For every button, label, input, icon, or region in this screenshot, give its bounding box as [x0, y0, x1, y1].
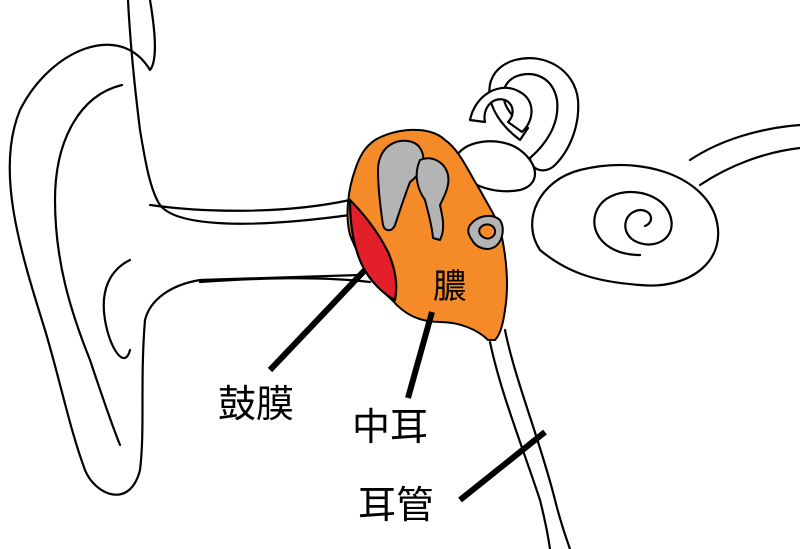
malleus: [377, 139, 425, 232]
label-pus: 膿: [433, 267, 467, 307]
concha: [102, 258, 132, 359]
leader-middle-ear: [405, 311, 435, 399]
leader-eustachian-tube: [458, 429, 547, 503]
ear-canal-top: [148, 198, 352, 212]
semicircular-canal-posterior: [468, 86, 533, 134]
eustachian-tube-upper: [503, 328, 572, 549]
leader-eardrum: [267, 267, 368, 373]
label-eustachian-tube: 耳管: [358, 483, 434, 527]
inner-ear: [453, 57, 800, 287]
eustachian-tube: [488, 328, 572, 549]
outer-ear: [8, 0, 362, 496]
semicircular-canal-outer: [488, 57, 580, 172]
leader-lines: [267, 267, 547, 503]
eardrum: [348, 197, 398, 302]
auditory-nerve-lower: [698, 146, 800, 187]
stapes-inner: [478, 223, 497, 240]
antihelix: [53, 83, 124, 447]
label-middle-ear: 中耳: [352, 405, 428, 449]
pinna-inner-fold: [126, 0, 352, 225]
eustachian-tube-lower: [488, 340, 552, 549]
pinna-outline: [8, 0, 362, 496]
ear-canal: [148, 198, 372, 284]
incus: [415, 157, 450, 241]
cochlea-spiral: [593, 191, 673, 257]
vestibule: [453, 140, 536, 193]
auditory-nerve: [688, 123, 800, 162]
ossicles: [377, 139, 504, 250]
label-eardrum: 鼓膜: [218, 382, 294, 426]
